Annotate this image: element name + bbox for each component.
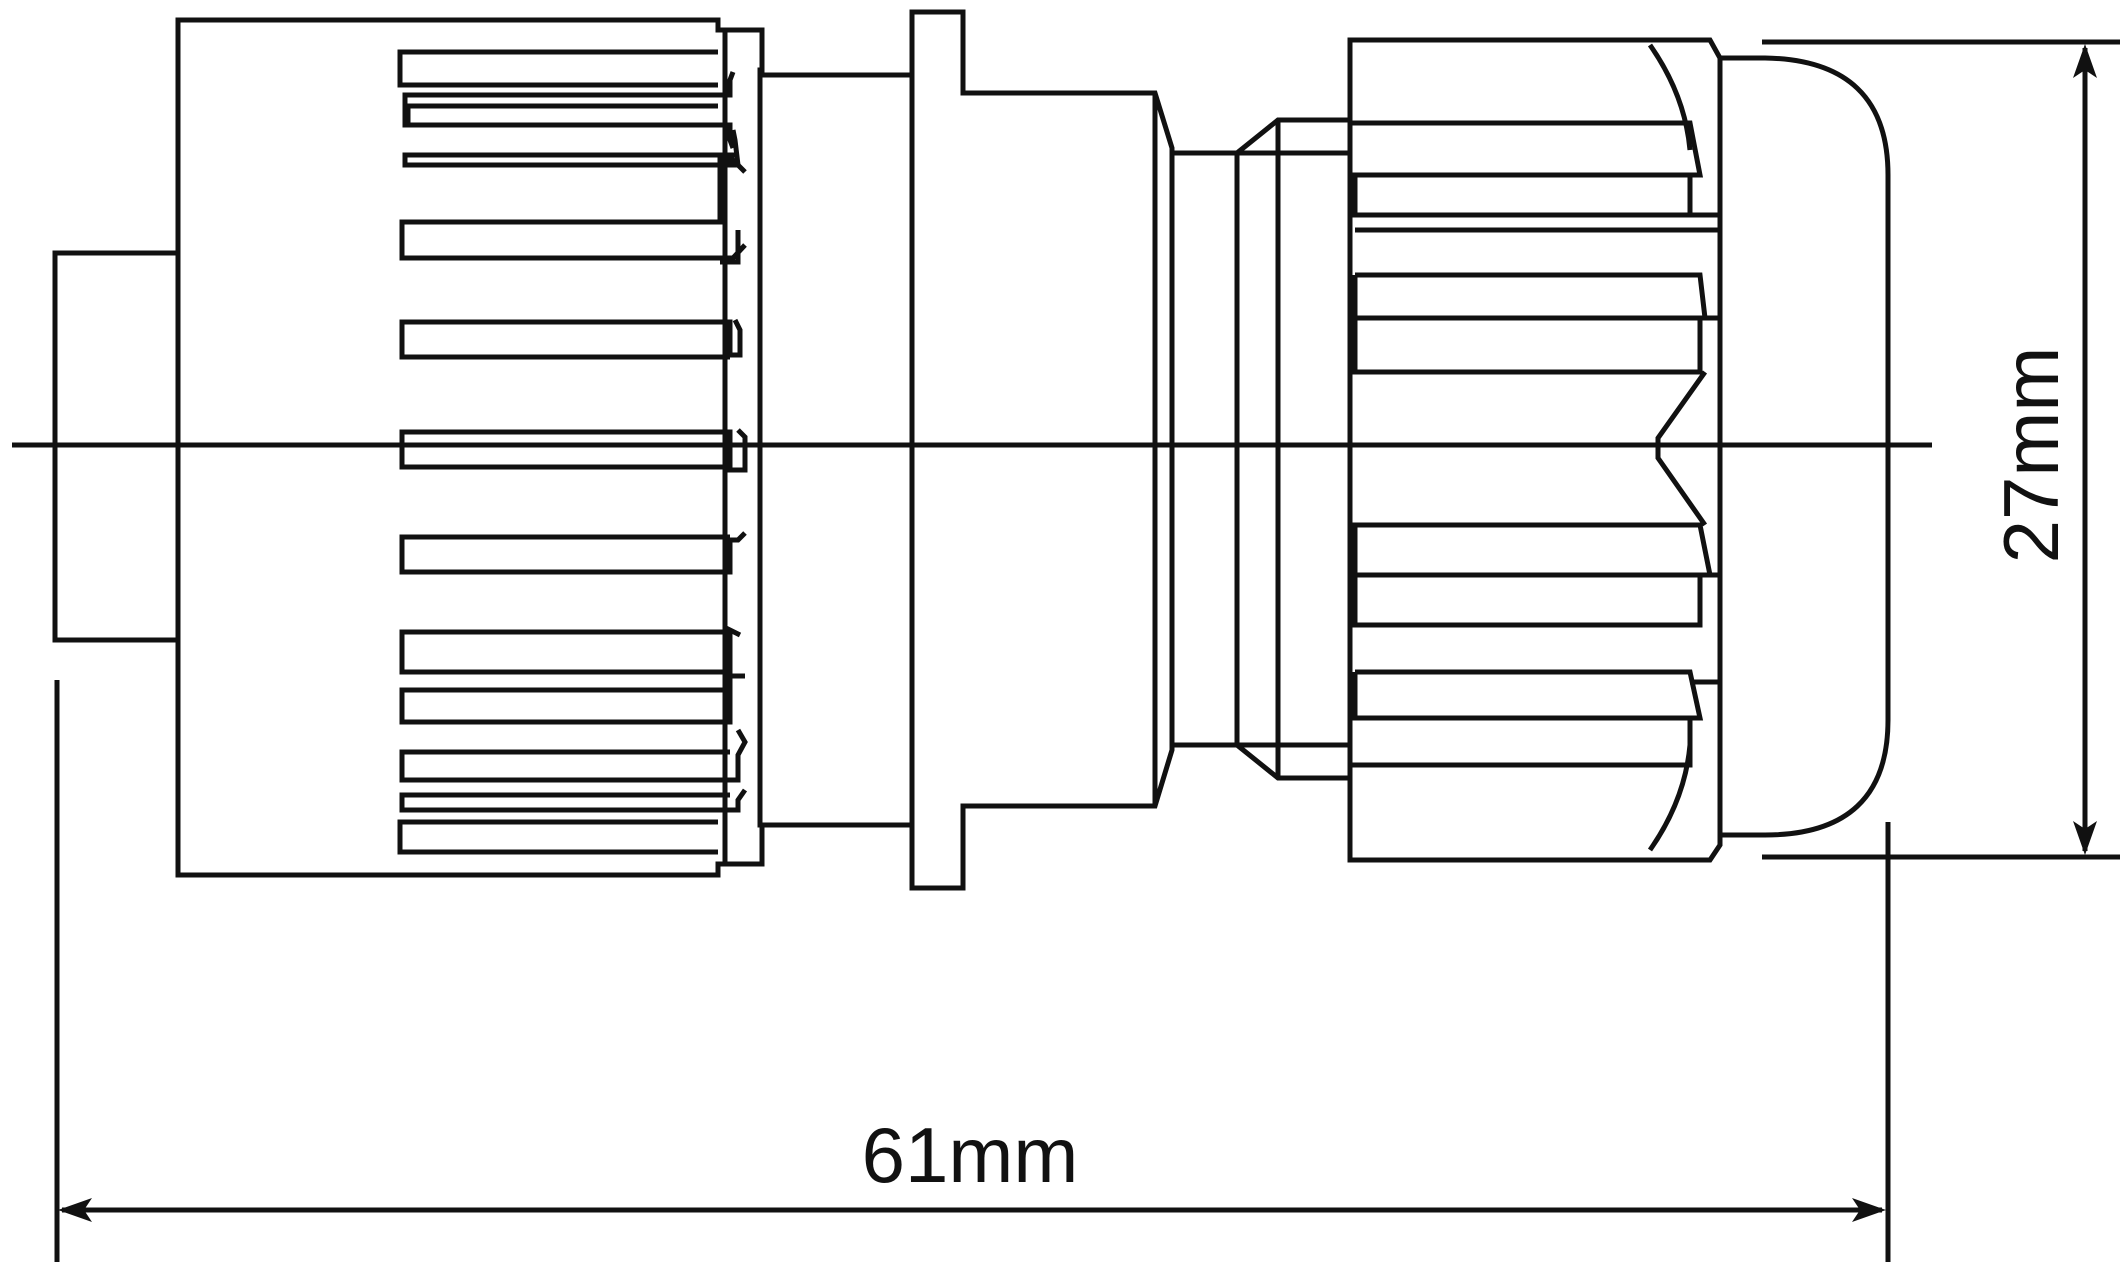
arrow-down-icon <box>2073 821 2097 855</box>
rear-grooves <box>397 49 748 855</box>
nut-arc <box>1647 744 1693 852</box>
front-cap <box>1720 55 1891 838</box>
groove <box>402 71 736 149</box>
diameter-dimension: 27mm <box>1762 39 2120 860</box>
groove <box>399 318 743 360</box>
front-nut <box>1347 37 1723 863</box>
rib <box>1350 522 1714 578</box>
groove <box>405 103 718 126</box>
groove <box>399 531 747 575</box>
groove <box>399 728 748 783</box>
rib <box>1352 669 1704 721</box>
nut-arc <box>1647 43 1693 151</box>
groove <box>720 230 741 265</box>
rib <box>1350 718 1693 768</box>
groove <box>397 49 718 88</box>
rib <box>1350 120 1720 218</box>
rib <box>1352 272 1708 321</box>
middle-top <box>1172 117 1350 156</box>
groove <box>397 819 718 855</box>
length-label: 61mm <box>862 1111 1079 1199</box>
length-dimension: 61mm <box>54 680 1891 1262</box>
nut-center-edge <box>1655 370 1708 527</box>
groove <box>402 129 741 168</box>
diameter-label: 27mm <box>1987 347 2075 564</box>
groove <box>399 157 747 261</box>
flange <box>909 9 1175 891</box>
arrow-left-icon <box>58 1198 92 1222</box>
groove <box>399 788 748 813</box>
middle-body <box>1172 117 1350 781</box>
rib <box>1352 575 1703 628</box>
middle-bottom <box>1172 742 1350 781</box>
arrow-right-icon <box>1852 1198 1886 1222</box>
groove <box>399 673 745 725</box>
rib <box>1352 318 1703 375</box>
groove <box>399 625 742 675</box>
nut-ribs <box>1350 120 1720 768</box>
arrow-up-icon <box>2073 44 2097 78</box>
front-nut-outline <box>1347 37 1723 863</box>
rear-body <box>52 17 765 878</box>
flange-section <box>760 9 1175 891</box>
groove <box>399 428 748 473</box>
rear-stub <box>52 250 178 643</box>
